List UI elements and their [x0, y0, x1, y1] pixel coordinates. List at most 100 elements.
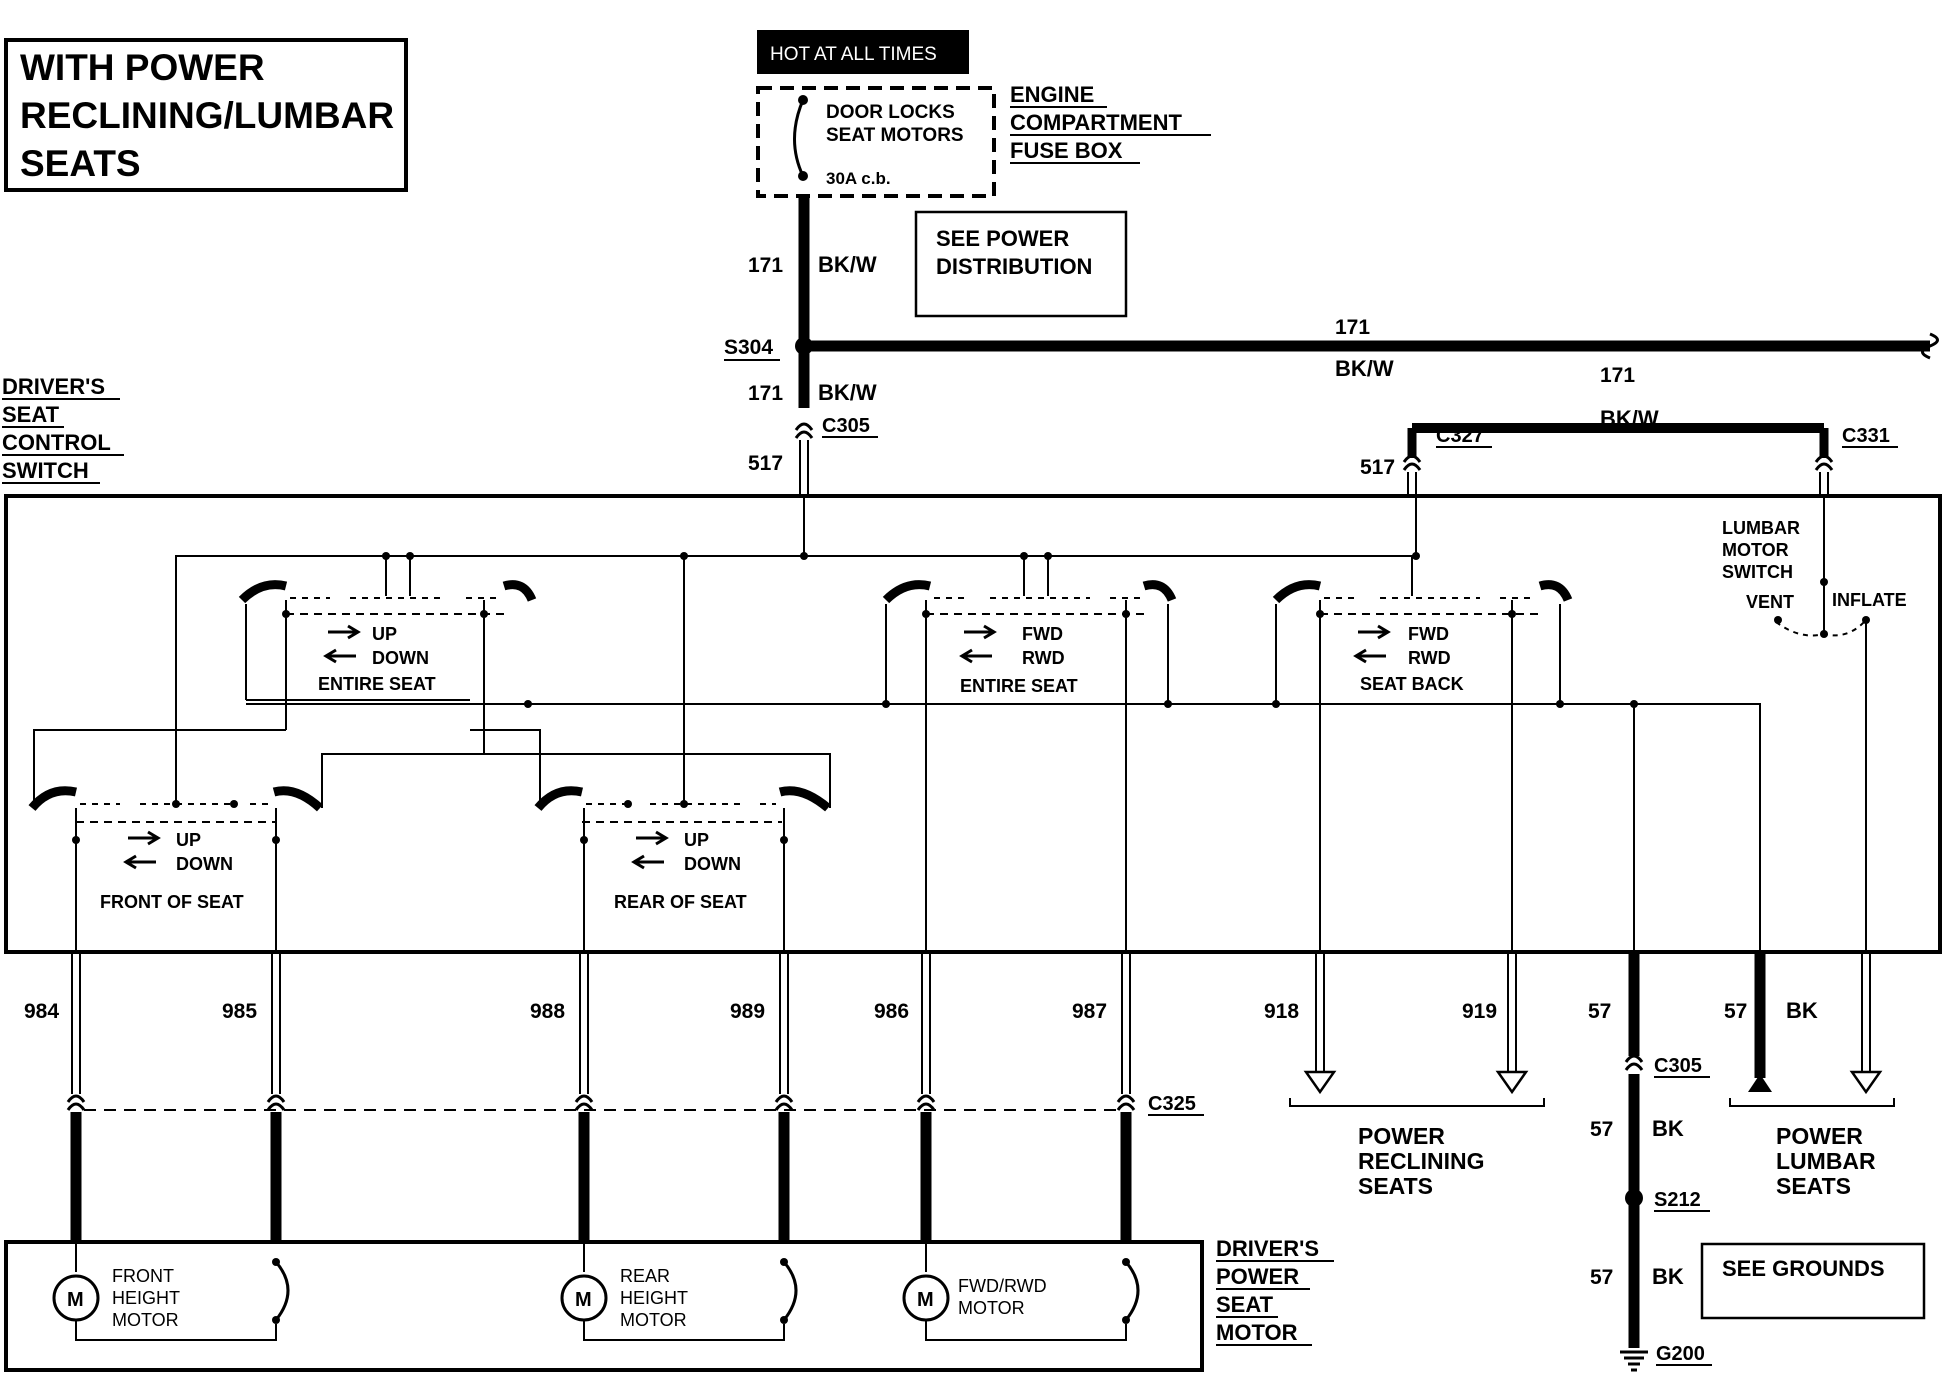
label-down-2: DOWN: [176, 854, 233, 874]
switch-entire-seat-updown: UP DOWN ENTIRE SEAT: [238, 552, 537, 754]
wire-bkw-branch: BK/W: [1600, 406, 1659, 431]
lumbar-seats-line2: LUMBAR: [1776, 1148, 1876, 1174]
lumbar-inflate: INFLATE: [1832, 590, 1907, 610]
control-switch-line4: SWITCH: [2, 458, 89, 483]
label-entire-seat-1: ENTIRE SEAT: [318, 674, 436, 694]
reclining-line3: SEATS: [1358, 1173, 1433, 1199]
power-seat-motor-line1: DRIVER'S: [1216, 1236, 1319, 1261]
fuse-line2: SEAT MOTORS: [826, 125, 964, 146]
label-rwd-2: RWD: [1408, 648, 1451, 668]
see-power-line2: DISTRIBUTION: [936, 254, 1092, 279]
switch-front-of-seat: UP DOWN FRONT OF SEAT: [28, 729, 541, 954]
title-line2: RECLINING/LUMBAR: [20, 95, 394, 136]
fwd-rwd-motor: M FWD/RWD MOTOR: [902, 1242, 1140, 1341]
rear-motor-line3: MOTOR: [620, 1310, 687, 1330]
fuse-rating: 30A c.b.: [826, 169, 891, 188]
splice-s212: [1625, 1189, 1643, 1207]
lumbar-line1: LUMBAR: [1722, 518, 1800, 538]
front-motor-line1: FRONT: [112, 1266, 174, 1286]
hot-badge: [757, 30, 969, 74]
wire-988: 988: [530, 1000, 565, 1023]
fuse-box-line1: ENGINE: [1010, 82, 1094, 107]
wire-57-d: 57: [1590, 1266, 1613, 1289]
wire-987: 987: [1072, 1000, 1107, 1023]
title-line1: WITH POWER: [20, 47, 265, 88]
wire-984: 984: [24, 1000, 59, 1023]
label-rwd-1: RWD: [1022, 648, 1065, 668]
motor-m-3: M: [917, 1289, 934, 1311]
label-fwd-2: FWD: [1408, 624, 1449, 644]
connector-c305: C305: [822, 415, 870, 437]
control-switch-line1: DRIVER'S: [2, 374, 105, 399]
front-height-motor: M FRONT HEIGHT MOTOR: [52, 1242, 290, 1341]
label-up-2: UP: [176, 830, 201, 850]
wire-989: 989: [730, 1000, 765, 1023]
wire-517-left: 517: [748, 452, 783, 475]
ground-g200: G200: [1656, 1343, 1705, 1365]
rear-motor-line1: REAR: [620, 1266, 670, 1286]
wire-bk-b: BK: [1652, 1116, 1684, 1141]
wire-985: 985: [222, 1000, 257, 1023]
wire-bkw-upper: BK/W: [818, 252, 877, 277]
rear-motor-line2: HEIGHT: [620, 1288, 688, 1308]
label-down-1: DOWN: [372, 648, 429, 668]
motor-m-1: M: [67, 1289, 84, 1311]
label-up-3: UP: [684, 830, 709, 850]
hot-at-all-times: HOT AT ALL TIMES: [770, 44, 937, 65]
wire-bk-a: BK: [1786, 998, 1818, 1023]
reclining-line2: RECLINING: [1358, 1148, 1485, 1174]
switch-rear-of-seat: UP DOWN REAR OF SEAT: [534, 753, 831, 954]
splice-s212-label: S212: [1654, 1189, 1701, 1211]
power-seat-motor-box: [4, 1240, 1204, 1372]
fuse-box-outline: [756, 86, 996, 198]
wire-57-c: 57: [1590, 1118, 1613, 1141]
lumbar-seats-line3: SEATS: [1776, 1173, 1851, 1199]
connector-c305-lower: C305: [1654, 1055, 1702, 1077]
reclining-line1: POWER: [1358, 1123, 1445, 1149]
control-switch-line3: CONTROL: [2, 430, 111, 455]
lumbar-seats-line1: POWER: [1776, 1123, 1863, 1149]
wire-171-lower: 171: [748, 382, 783, 405]
lumbar-line3: SWITCH: [1722, 562, 1793, 582]
motor-m-2: M: [575, 1289, 592, 1311]
label-up-1: UP: [372, 624, 397, 644]
front-motor-line3: MOTOR: [112, 1310, 179, 1330]
power-seat-motor-line2: POWER: [1216, 1264, 1299, 1289]
wire-918: 918: [1264, 1000, 1299, 1023]
lumbar-line2: MOTOR: [1722, 540, 1789, 560]
connector-c325: C325: [1148, 1093, 1196, 1115]
control-switch-box: [4, 494, 1942, 954]
see-power-box: [914, 210, 1128, 318]
fwd-motor-line2: MOTOR: [958, 1298, 1025, 1318]
label-down-3: DOWN: [684, 854, 741, 874]
front-motor-line2: HEIGHT: [112, 1288, 180, 1308]
label-rear-of-seat: REAR OF SEAT: [614, 892, 747, 912]
label-front-of-seat: FRONT OF SEAT: [100, 892, 244, 912]
lumbar-motor-switch: LUMBAR MOTOR SWITCH VENT INFLATE: [1722, 496, 1907, 954]
rear-height-motor: M REAR HEIGHT MOTOR: [560, 1242, 798, 1341]
fuse-box-line3: FUSE BOX: [1010, 138, 1123, 163]
connector-c327: C327: [1436, 425, 1484, 447]
wire-57-b: 57: [1724, 1000, 1747, 1023]
wire-bkw-lower: BK/W: [818, 380, 877, 405]
label-fwd-1: FWD: [1022, 624, 1063, 644]
see-power-line1: SEE POWER: [936, 226, 1069, 251]
see-grounds-box: [1700, 1242, 1926, 1320]
title-line3: SEATS: [20, 143, 141, 184]
control-switch-line2: SEAT: [2, 402, 60, 427]
wire-171-horizontal: 171: [1335, 316, 1370, 339]
fuse-line1: DOOR LOCKS: [826, 102, 955, 123]
switch-seat-back: FWD RWD SEAT BACK: [1272, 556, 1573, 954]
see-grounds: SEE GROUNDS: [1722, 1256, 1885, 1281]
wire-517-right: 517: [1360, 456, 1395, 479]
wire-bkw-horizontal: BK/W: [1335, 356, 1394, 381]
ground-icon: [1620, 1350, 1648, 1372]
switch-entire-seat-fwdrwd: FWD RWD ENTIRE SEAT: [882, 552, 1177, 954]
wire-986: 986: [874, 1000, 909, 1023]
power-seat-motor-line3: SEAT: [1216, 1292, 1274, 1317]
connector-c331: C331: [1842, 425, 1890, 447]
wire-57-a: 57: [1588, 1000, 1611, 1023]
wire-171-branch: 171: [1600, 364, 1635, 387]
power-seat-motor-line4: MOTOR: [1216, 1320, 1298, 1345]
